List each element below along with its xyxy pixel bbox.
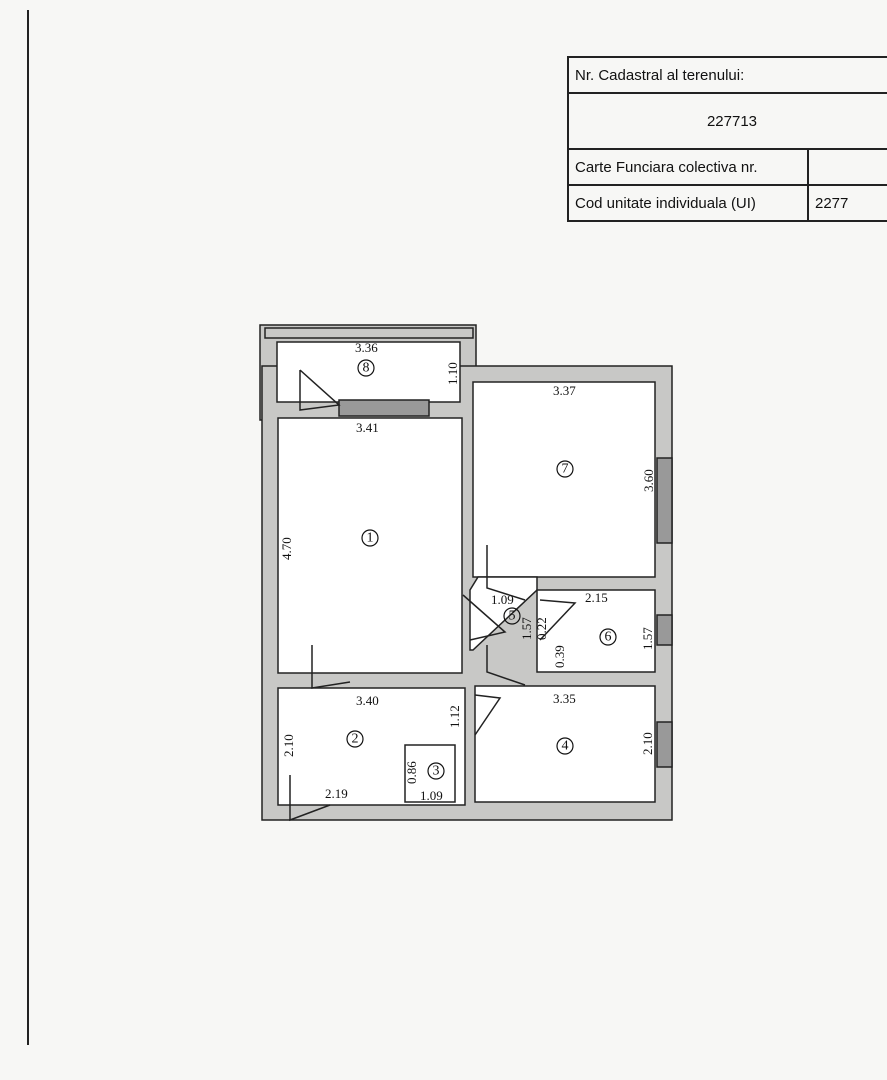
page-margin-line [27, 10, 29, 1045]
room-7 [472, 381, 656, 578]
room-number: 5 [509, 609, 516, 624]
carte-value [807, 148, 887, 186]
dimension: 3.41 [356, 420, 379, 435]
dimension: 2.10 [640, 732, 655, 755]
room-number: 2 [352, 732, 359, 747]
dimension: 3.36 [355, 340, 378, 355]
room-number: 8 [363, 361, 370, 376]
dimension: 0.39 [552, 645, 567, 668]
dimension: 2.15 [585, 590, 608, 605]
dimension: 1.57 [640, 627, 655, 650]
dimension: 1.57 [519, 617, 534, 640]
cadastral-value: 227713 [567, 92, 887, 150]
cod-label: Cod unitate individuala (UI) [567, 184, 809, 222]
room-number: 7 [562, 462, 569, 477]
dimension: 3.37 [553, 383, 576, 398]
room-4 [474, 685, 656, 803]
dimension: 1.10 [445, 362, 460, 385]
dimension: 3.35 [553, 691, 576, 706]
window [656, 721, 673, 768]
carte-label: Carte Funciara colectiva nr. [567, 148, 809, 186]
dimension: 1.09 [420, 788, 443, 803]
window [656, 457, 673, 544]
room-8 [276, 341, 461, 403]
room-5 [469, 576, 538, 651]
room-number: 3 [433, 764, 440, 779]
dimension: 2.10 [281, 734, 296, 757]
dimension: 0.22 [534, 617, 549, 640]
window [338, 399, 430, 417]
dimension: 2.19 [325, 786, 348, 801]
cod-value: 2277 [807, 184, 887, 222]
dimension: 3.60 [641, 469, 656, 492]
room-3 [404, 744, 456, 803]
room-number: 1 [367, 531, 374, 546]
cadastral-label: Nr. Cadastral al terenului: [567, 56, 887, 94]
balcony-railing [264, 327, 474, 339]
room-number: 4 [562, 739, 569, 754]
dimension: 0.86 [404, 761, 419, 784]
room-number: 6 [605, 630, 612, 645]
dimension: 4.70 [279, 537, 294, 560]
dimension: 3.40 [356, 693, 379, 708]
dimension: 1.12 [447, 705, 462, 728]
doors [289, 369, 577, 822]
room-6 [536, 589, 656, 673]
window [656, 614, 673, 646]
cadastral-table: Nr. Cadastral al terenului: 227713 Carte… [567, 56, 887, 222]
dimension: 1.09 [491, 592, 514, 607]
